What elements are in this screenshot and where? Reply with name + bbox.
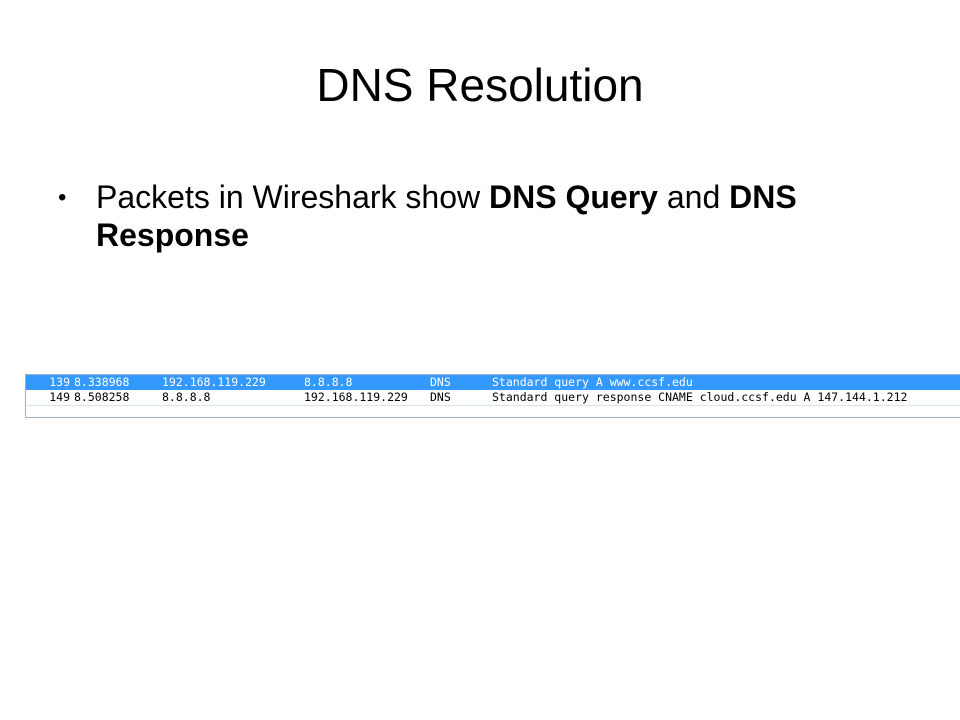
packet-destination: 192.168.119.229	[304, 390, 408, 404]
bullet-list: • Packets in Wireshark show DNS Query an…	[58, 178, 878, 255]
packet-time: 8.508258	[74, 390, 130, 404]
bullet-item: • Packets in Wireshark show DNS Query an…	[58, 178, 878, 255]
packet-time: 8.338968	[74, 375, 130, 389]
packet-source: 8.8.8.8	[162, 390, 211, 404]
packet-source: 192.168.119.229	[162, 375, 266, 389]
packet-no: 139	[49, 375, 70, 389]
bullet-text: Packets in Wireshark show DNS Query and …	[96, 178, 878, 255]
bullet-bold-dns-response: DNS Response	[96, 179, 797, 254]
packet-info: Standard query response CNAME cloud.ccsf…	[492, 390, 908, 404]
packet-info: Standard query A www.ccsf.edu	[492, 375, 693, 389]
bullet-text-part-2: and	[657, 179, 730, 215]
bullet-bold-dns-query: DNS Query	[489, 179, 658, 215]
packet-no: 149	[49, 390, 70, 404]
bullet-icon: •	[58, 184, 67, 211]
slide-title: DNS Resolution	[316, 59, 644, 111]
packet-row-dns-query[interactable]: 139 8.338968 192.168.119.229 8.8.8.8 DNS…	[26, 375, 960, 390]
wireshark-packet-list: 139 8.338968 192.168.119.229 8.8.8.8 DNS…	[25, 374, 960, 418]
packet-protocol: DNS	[430, 390, 451, 404]
packet-row-dns-response[interactable]: 149 8.508258 8.8.8.8 192.168.119.229 DNS…	[26, 390, 960, 406]
packet-destination: 8.8.8.8	[304, 375, 353, 389]
packet-protocol: DNS	[430, 375, 451, 389]
bullet-text-part-1: Packets in Wireshark show	[96, 179, 490, 215]
